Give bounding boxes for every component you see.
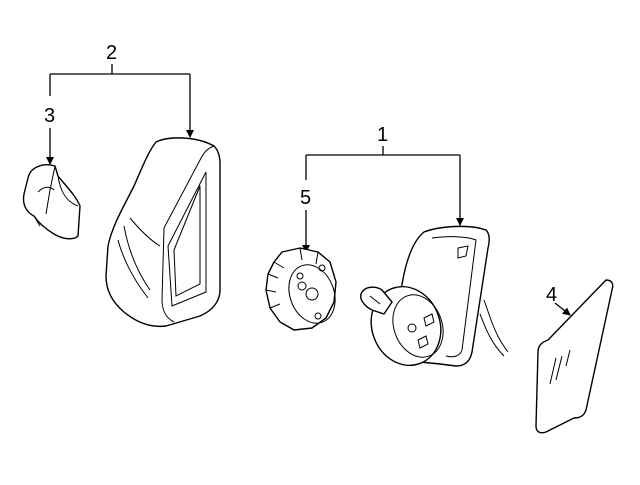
leader-2 xyxy=(49,64,194,138)
callout-4: 4 xyxy=(546,284,558,306)
part-2-housing xyxy=(105,137,221,328)
callout-1: 1 xyxy=(377,124,389,146)
callout-3: 3 xyxy=(44,105,56,127)
leader-1 xyxy=(305,146,464,226)
part-3-cover xyxy=(22,164,81,240)
callout-5: 5 xyxy=(300,187,312,209)
part-5-motor xyxy=(265,247,337,331)
callout-2: 2 xyxy=(106,42,118,64)
part-1-mirror-assembly xyxy=(360,225,509,367)
leader-4 xyxy=(554,302,571,316)
part-4-glass xyxy=(535,279,614,434)
